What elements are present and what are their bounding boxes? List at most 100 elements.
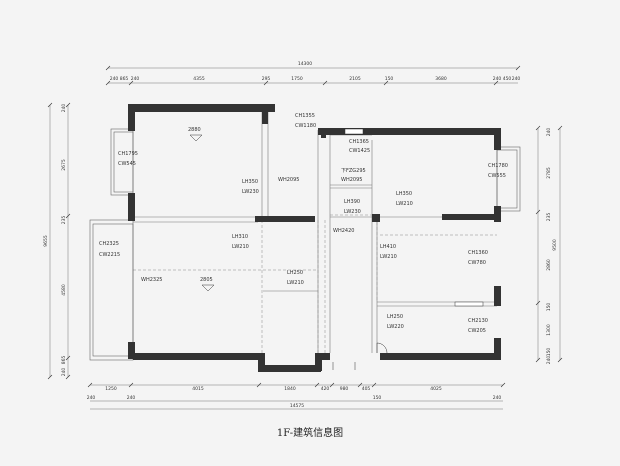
wall-bottom-right <box>380 353 501 360</box>
lw230a-label: LW230 <box>242 189 259 195</box>
left-dim: 235 <box>61 216 67 225</box>
right-dim: 235 <box>546 213 552 222</box>
ch2325-label: CH2325 <box>99 241 119 247</box>
lh350b-label: LH350 <box>396 191 412 197</box>
left-dim: 240 <box>61 104 67 113</box>
right-dim: 1300 <box>546 324 552 336</box>
wall-bottom-left <box>133 353 261 360</box>
lh410-label: LH410 <box>380 244 396 250</box>
wall-bottom-bump-right <box>315 353 322 371</box>
cw1180-label: CW1180 <box>295 123 316 129</box>
dimension-texts: 14300 240 865 240 4355 295 1750 2105 150… <box>43 61 558 409</box>
right-dim: 240 <box>546 356 552 365</box>
top-dim: 240 <box>110 76 119 82</box>
left-dim: 4580 <box>61 284 67 296</box>
bay-window-left <box>110 128 134 196</box>
elev-living-label: 2880 <box>188 127 201 133</box>
bottom-dim: 405 <box>362 386 371 392</box>
top-dim: 240 <box>131 76 140 82</box>
wall-bottom-bump <box>258 353 265 371</box>
cw205-label: CW205 <box>468 328 486 334</box>
level-markers <box>189 134 215 292</box>
left-dim: 240 <box>61 368 67 377</box>
ch1365-label: CH1365 <box>349 139 369 145</box>
right-dim: 2860 <box>546 259 552 271</box>
lh310-label: LH310 <box>232 234 248 240</box>
top-dim: 4355 <box>193 76 205 82</box>
lh390-label: LH390 <box>344 199 360 205</box>
bottom-dim: 4025 <box>430 386 442 392</box>
wall-top-left <box>133 104 263 112</box>
bottom-total-dim: 14575 <box>290 403 304 409</box>
window-marks <box>344 128 484 307</box>
top-dim: 240 <box>493 76 502 82</box>
top-total-dim: 14300 <box>298 61 312 67</box>
bay-window-right <box>496 146 521 212</box>
wall-partition-2 <box>372 214 380 222</box>
bottom-dim-2: 240 <box>87 395 96 401</box>
right-total-dim: 9500 <box>552 239 558 251</box>
cw555-label: CW555 <box>488 173 506 179</box>
top-dim: 2105 <box>349 76 361 82</box>
right-dim: 240 <box>546 128 552 137</box>
lh250a-label: LH250 <box>287 270 303 276</box>
wall-pillar-1 <box>262 112 268 124</box>
wall-left-mid <box>128 193 135 221</box>
bottom-dim: 4015 <box>192 386 204 392</box>
bottom-dim: 1250 <box>105 386 117 392</box>
cw2215-label: CW2215 <box>99 252 120 258</box>
lw210c-label: LW210 <box>380 254 397 260</box>
lw230b-label: LW230 <box>344 209 361 215</box>
wh2095a-label: WH2095 <box>278 177 299 183</box>
top-dim: 865 <box>120 76 129 82</box>
ch1355-label: CH1355 <box>295 113 315 119</box>
walls <box>128 104 501 372</box>
wh2325-label: WH2325 <box>141 277 162 283</box>
left-dim: 865 <box>61 356 67 365</box>
dimension-lines <box>49 67 561 410</box>
lh250b-label: LH250 <box>387 314 403 320</box>
door-swing <box>332 342 388 370</box>
drawing-caption: 1F-建筑信息图 <box>276 428 344 439</box>
bottom-dim: 1840 <box>284 386 296 392</box>
cw1425-label: CW1425 <box>349 148 370 154</box>
top-dim: 3680 <box>435 76 447 82</box>
left-dim: 2675 <box>61 159 67 171</box>
wall-partition-3 <box>442 214 499 220</box>
wall-pillar-3 <box>318 353 330 360</box>
dimension-ticks <box>47 65 563 388</box>
wall-bottom-bump-base <box>258 365 321 372</box>
bottom-dim: 980 <box>340 386 349 392</box>
wall-right-lower <box>494 286 501 306</box>
wall-right-bottom <box>494 338 501 359</box>
wall-top-mid <box>262 104 275 112</box>
right-dim: 2785 <box>546 167 552 179</box>
top-dim: 1750 <box>291 76 303 82</box>
fzg-label: 下FZG295 <box>341 168 366 174</box>
bottom-dim: 420 <box>321 386 330 392</box>
cw780-label: CW780 <box>468 260 486 266</box>
wh2420-label: WH2420 <box>333 228 354 234</box>
cw545-label: CW545 <box>118 161 136 167</box>
right-dim: 150 <box>546 348 552 357</box>
wall-pillar-2 <box>321 130 326 138</box>
ch1360-label: CH1360 <box>468 250 488 256</box>
left-total-dim: 9655 <box>43 235 49 247</box>
lw210a-label: LW210 <box>396 201 413 207</box>
wh2095b-label: WH2095 <box>341 177 362 183</box>
opening-lines <box>133 214 497 360</box>
top-dim: 240 <box>512 76 521 82</box>
room-labels: 2880 2805 CH1355 CW1180 CH1365 CW1425 CH… <box>99 113 508 334</box>
right-dim: 150 <box>546 303 552 312</box>
lw220-label: LW220 <box>387 324 404 330</box>
lw210d-label: LW210 <box>287 280 304 286</box>
wall-left-upper <box>128 104 135 131</box>
wall-left-lower <box>128 342 135 359</box>
bottom-dim-2: 240 <box>127 395 136 401</box>
ch2130-label: CH2130 <box>468 318 488 324</box>
elev-main-label: 2805 <box>200 277 213 283</box>
top-dim: 295 <box>262 76 271 82</box>
top-dim: 150 <box>385 76 394 82</box>
